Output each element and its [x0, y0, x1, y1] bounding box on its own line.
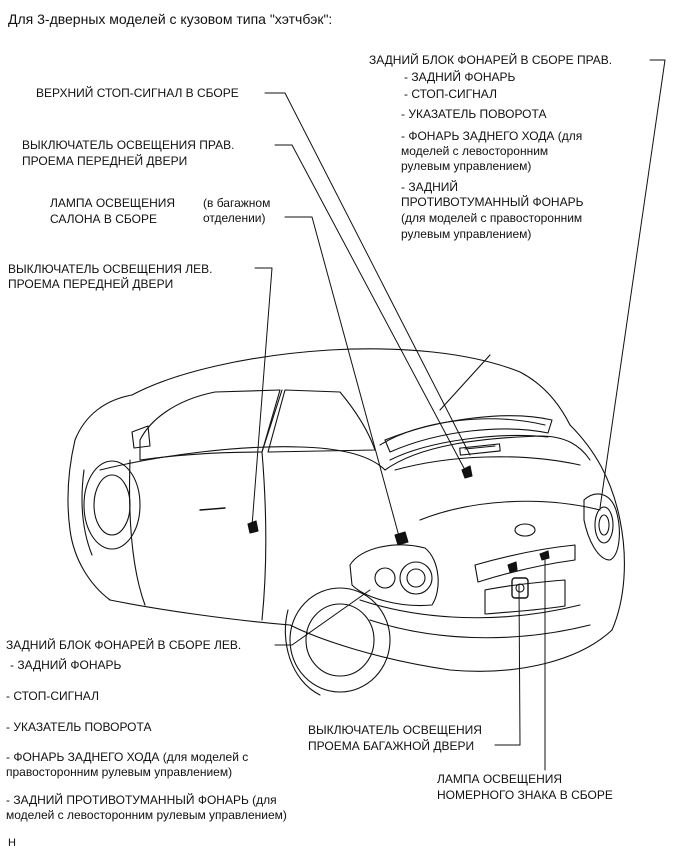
rear-lamp-right-item: - ЗАДНИЙ	[401, 180, 459, 194]
rear-lamp-right-item: (для моделей с правосторонним	[401, 211, 583, 225]
rear-lamp-left-item: - ЗАДНИЙ ПРОТИВОТУМАННЫЙ ФОНАРЬ (для	[6, 793, 277, 807]
page-title: Для 3-дверных моделей с кузовом типа "хэ…	[8, 11, 333, 27]
door-switch-right-label: ПРОЕМА ПЕРЕДНЕЙ ДВЕРИ	[22, 154, 188, 168]
rear-lamp-left-item: правосторонним рулевым управлением)	[6, 765, 233, 779]
high-stop-lamp	[459, 443, 501, 479]
rear-lamp-left-item: - УКАЗАТЕЛЬ ПОВОРОТА	[6, 720, 152, 734]
door-switch-right-label: ВЫКЛЮЧАТЕЛЬ ОСВЕЩЕНИЯ ПРАВ.	[22, 138, 235, 152]
license-plate-area	[474, 544, 576, 615]
room-lamp-note: отделении)	[203, 211, 266, 225]
right-tail-lamp	[583, 493, 620, 561]
rear-lamp-right-item: моделей с левосторонним	[401, 144, 549, 158]
rear-lamp-left-item: - ЗАДНИЙ ФОНАРЬ	[10, 658, 122, 672]
rear-lamp-right-heading: ЗАДНИЙ БЛОК ФОНАРЕЙ В СБОРЕ ПРАВ.	[369, 53, 613, 67]
high-stop-label: ВЕРХНИЙ СТОП-СИГНАЛ В СБОРЕ	[36, 86, 239, 100]
rear-emblem	[514, 523, 536, 537]
rear-lamp-left-item: моделей с левосторонним рулевым управлен…	[6, 808, 287, 822]
rear-lamp-left-item: - СТОП-СИГНАЛ	[6, 689, 99, 703]
antenna	[439, 354, 491, 411]
car-body-outline	[67, 348, 625, 672]
door-switch-left-part	[247, 520, 259, 534]
rear-lamp-right-item: - ЗАДНИЙ ФОНАРЬ	[404, 70, 516, 84]
room-lamp-note: (в багажном	[203, 196, 271, 210]
rear-lamp-left-heading: ЗАДНИЙ БЛОК ФОНАРЕЙ В СБОРЕ ЛЕВ.	[6, 638, 242, 652]
room-lamp-label: САЛОНА В СБОРЕ	[50, 212, 157, 226]
plate-lamp-label: ЛАМПА ОСВЕЩЕНИЯ	[437, 772, 563, 786]
door-switch-left-label: ПРОЕМА ПЕРЕДНЕЙ ДВЕРИ	[8, 277, 174, 291]
front-door	[128, 451, 267, 621]
back-door-switch-label: ПРОЕМА БАГАЖНОЙ ДВЕРИ	[308, 739, 475, 753]
back-door-switch-label: ВЫКЛЮЧАТЕЛЬ ОСВЕЩЕНИЯ	[308, 723, 482, 737]
room-lamp-label: ЛАМПА ОСВЕЩЕНИЯ	[50, 196, 176, 210]
rear-lamp-right-item: рулевым управлением)	[401, 159, 532, 173]
front-wheel	[81, 460, 141, 556]
rear-wheel	[284, 587, 391, 696]
rear-lamp-right-item: рулевым управлением)	[401, 227, 532, 241]
rear-lamp-left-item: - ФОНАРЬ ЗАДНЕГО ХОДА (для моделей с	[6, 750, 249, 764]
footer-code: H	[8, 837, 16, 849]
rear-lamp-right-item: - УКАЗАТЕЛЬ ПОВОРОТА	[401, 107, 547, 121]
side-mirror	[131, 425, 151, 449]
rear-lamp-right-item: - СТОП-СИГНАЛ	[404, 87, 497, 101]
door-switch-left-label: ВЫКЛЮЧАТЕЛЬ ОСВЕЩЕНИЯ ЛЕВ.	[8, 262, 213, 276]
plate-lamp-label: НОМЕРНОГО ЗНАКА В СБОРЕ	[437, 788, 613, 802]
leader-lines	[251, 59, 666, 771]
rear-lamp-right-item: ПРОТИВОТУМАННЫЙ ФОНАРЬ	[401, 195, 584, 209]
rear-lamp-right-item: - ФОНАРЬ ЗАДНЕГО ХОДА (для	[401, 129, 583, 143]
